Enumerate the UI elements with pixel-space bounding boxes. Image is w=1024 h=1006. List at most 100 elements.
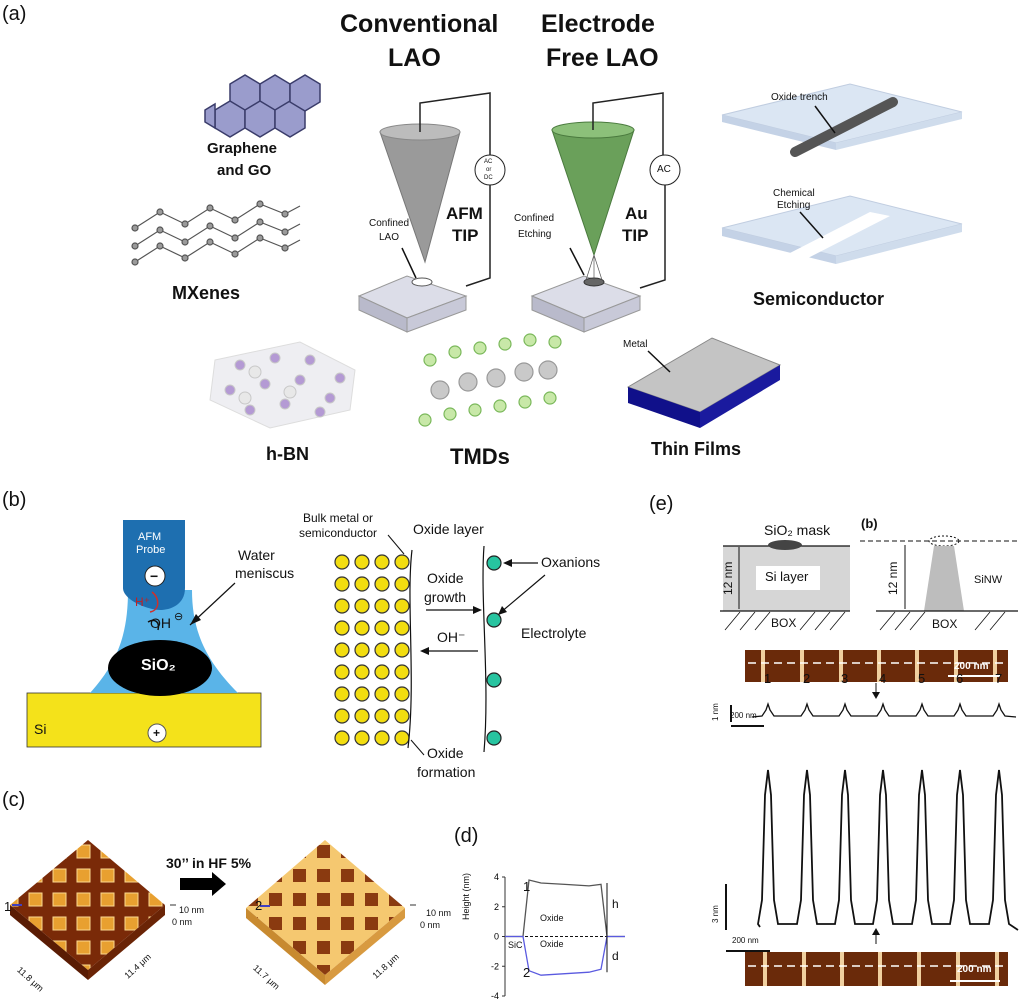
profile-xlabel: 200 nm [730,711,757,720]
peak-label: 7 [995,671,1003,686]
water-label-2: meniscus [235,565,295,581]
panel-letter-c: (c) [2,789,26,811]
series2-label: 2 [523,965,531,980]
oh-label: OH [150,615,171,631]
graphene-hexagons-icon [204,74,321,138]
sio2-mask-label: SiO₂ mask [764,522,831,538]
water-label-1: Water [238,547,275,563]
electrolyte-label: Electrolyte [521,625,587,641]
hf-treatment-label: 30’’ in HF 5% [166,855,252,871]
au-tip-label-1: Au [625,204,648,223]
oh-minus-label: OH⁻ [437,629,466,645]
left-z-bottom: 0 nm [172,917,193,927]
panel-a-graphics [131,74,963,429]
chart-ytick-label: -4 [491,991,499,1001]
peak-label: 3 [841,671,849,686]
scale-top-label: 200 nm [954,661,989,672]
probe-minus-sign: − [150,568,159,584]
oxide-growth-label-2: growth [424,589,467,605]
acdc-label-3: DC [484,175,493,181]
right-z-top: 10 nm [426,908,452,918]
panel-letter-a: (a) [2,3,27,25]
acdc-label-1: AC [484,159,493,165]
sinw-label: SiNW [974,574,1003,586]
tmds-lattice-icon [418,333,562,427]
au-tip-label-2: TIP [622,226,649,245]
twelve-nm-right: 12 nm [886,561,900,595]
chemical-label-1: Chemical [773,188,815,199]
oh-charge-icon: ⊖ [174,611,184,623]
hbn-lattice-icon [209,341,356,429]
metal-label: Metal [623,339,648,350]
chart-ylabel: Height (nm) [461,872,471,920]
big-ylabel: 3 nm [711,905,720,923]
chart-ytick-label: 0 [494,932,499,942]
right-y-size: 11.8 μm [370,951,401,981]
right-x-size: 11.7 μm [251,962,282,992]
h-label: h [612,897,619,911]
inner-b-label: (b) [861,516,878,531]
h-plus-label: H⁺ [135,595,150,609]
left-marker-1: 1 [4,899,12,914]
graphene-label-1: Graphene [207,140,278,157]
si-label: Si [34,721,47,737]
semiconductor-label: Semiconductor [753,289,885,309]
sio2-label: SiO₂ [141,657,176,674]
bulk-atoms-grid [334,554,410,746]
profile-ylabel: 1 nm [711,703,720,721]
oxide-trench-label: Oxide trench [771,92,828,103]
electrode-title-line1: Electrode [541,10,655,38]
afm-tip-label-2: TIP [452,226,479,245]
acdc-label-2: or [486,167,492,173]
confined-lao-label-1: Confined [369,218,410,229]
left-x-size: 11.8 μm [15,964,46,994]
oxide-growth-label-1: Oxide [427,570,464,586]
oxide-formation-label-1: Oxide [427,745,464,761]
box-right-label: BOX [932,617,958,631]
si-layer-label: Si layer [765,569,809,584]
conventional-title-line2: LAO [388,44,441,72]
right-z-bottom: 0 nm [420,920,441,930]
afm-tip-label-1: AFM [446,204,483,223]
left-y-size: 11.4 μm [122,951,153,981]
oxide-top-label: Oxide [540,913,564,923]
oxide-formation-label-2: formation [417,764,476,780]
box-left-label: BOX [771,616,797,630]
peak-label: 2 [803,671,811,686]
tmds-label: TMDs [450,444,510,469]
confined-etch-label-2: Etching [518,229,552,240]
d-label: d [612,949,619,963]
panel-letter-e: (e) [649,493,674,515]
afm-probe-label-2: Probe [136,544,166,556]
mxenes-lattice-icon [131,200,301,266]
confined-etch-label-1: Confined [514,213,555,224]
peak-label: 5 [918,671,926,686]
bulk-label-1: Bulk metal or [303,511,374,525]
oxide-bottom-label: Oxide [540,939,564,949]
graphene-label-2: and GO [217,162,272,179]
peak-label: 4 [879,671,887,686]
bulk-label-2: semiconductor [299,526,378,540]
confined-lao-label-2: LAO [379,232,400,243]
big-xlabel: 200 nm [732,936,759,945]
afm-probe-label-1: AFM [138,531,162,543]
chemical-label-2: Etching [777,200,811,211]
panel-letter-b: (b) [2,489,27,511]
conventional-title-line1: Conventional [340,10,499,38]
panel-letter-d: (d) [454,825,479,847]
twelve-nm-left: 12 nm [721,561,735,595]
electrode-title-line2: Free LAO [546,44,659,72]
left-z-top: 10 nm [179,905,205,915]
hbn-label: h-BN [266,444,309,464]
scale-bottom-label: 200 nm [957,964,992,975]
series1-label: 1 [523,879,531,894]
afm-tip-diagram [357,92,506,333]
chart-ytick-label: -2 [491,961,499,971]
chart-ytick-label: 4 [494,872,499,882]
peak-label: 6 [956,671,964,686]
oxide-layer-label: Oxide layer [413,521,484,537]
ac-label: AC [657,164,671,175]
substrate-plus-sign: + [153,726,161,740]
semiconductor-plates-icon [721,83,963,264]
oxanions-label: Oxanions [541,554,601,570]
